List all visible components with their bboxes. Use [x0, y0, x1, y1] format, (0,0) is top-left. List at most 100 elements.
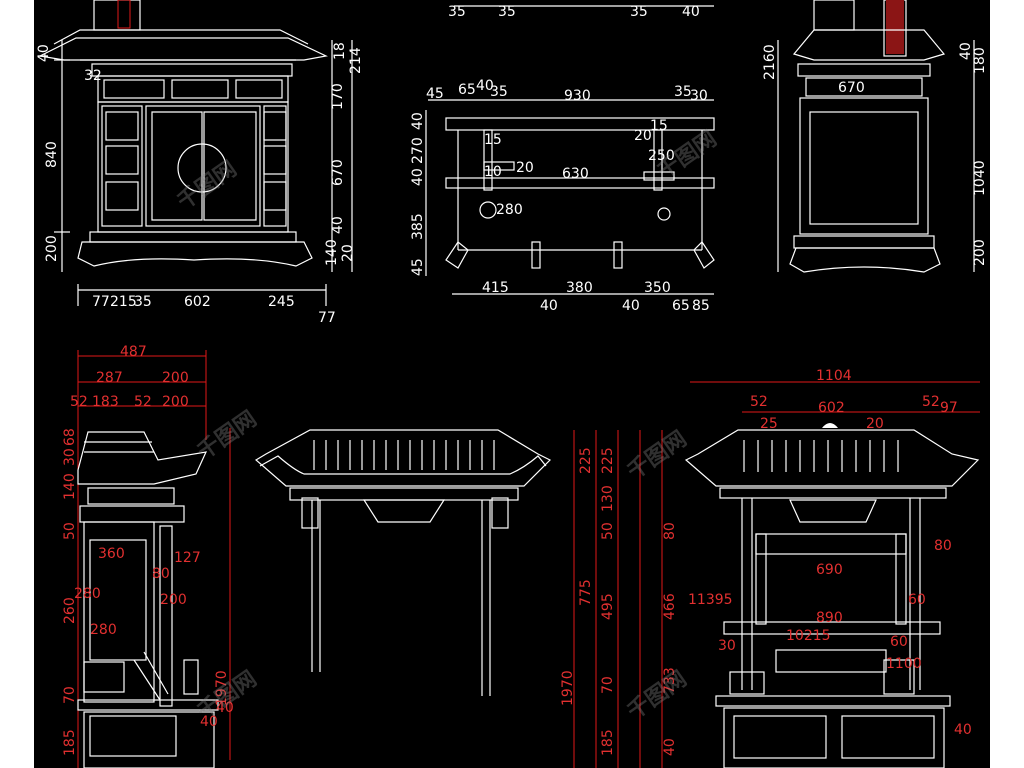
shrine-side-elevation: 487 287 200 52 183 52 200 30 68 140 50 2… [62, 344, 234, 768]
br-dim-left-8: 466 [662, 593, 678, 620]
br-dim-left-5: 80 [662, 522, 678, 540]
plan-dim-row-5: 930 [564, 88, 591, 104]
side-dim-right-4: 200 [972, 239, 988, 266]
bl-dim-top-2: 287 [96, 370, 123, 386]
plan-dim-inner-7: 250 [648, 148, 675, 164]
cabinet-front-view: 40 32 840 200 170 670 40 140 20 18 214 7… [36, 0, 364, 326]
bl-dim-right-1: 40 [216, 700, 234, 716]
br-dim-inner-8: 11395 [688, 592, 733, 608]
plan-dim-top-1: 35 [448, 4, 466, 20]
bl-dim-top-6: 52 [134, 394, 152, 410]
watermark-6: 千图网 [623, 667, 691, 725]
plan-dim-inner-5: 20 [634, 128, 652, 144]
br-dim-top-6: 25 [760, 416, 778, 432]
dim-right-4: 140 [324, 239, 340, 266]
br-dim-left-6: 775 [578, 579, 594, 606]
plan-dim-row-4: 35 [490, 84, 508, 100]
plan-dim-inner-2: 10 [484, 164, 502, 180]
plan-dim-inner-4: 630 [562, 166, 589, 182]
bl-dim-left-3: 140 [62, 473, 78, 500]
br-dim-inner-5: 60 [890, 634, 908, 650]
br-dim-inner-4: 1100 [886, 656, 922, 672]
dim-top-1: 18 [332, 42, 348, 60]
plan-dim-left-2: 270 [410, 137, 426, 164]
plan-dim-bottom-4: 40 [540, 298, 558, 314]
plan-dim-bottom-6: 65 [672, 298, 690, 314]
bl-dim-left-1: 30 [62, 448, 78, 466]
cad-drawing: 40 32 840 200 170 670 40 140 20 18 214 7… [36, 0, 988, 768]
plan-dim-left-1: 40 [410, 112, 426, 130]
bl-dim-left-6: 280 [74, 586, 101, 602]
plan-dim-bottom-2: 380 [566, 280, 593, 296]
dim-top-2: 214 [348, 47, 364, 74]
br-dim-top-5: 97 [940, 400, 958, 416]
br-dim-lower-1: 30 [718, 638, 736, 654]
bl-dim-inner-1: 360 [98, 546, 125, 562]
bl-dim-left-5: 260 [62, 597, 78, 624]
br-dim-left-4: 50 [600, 522, 616, 540]
roof-slats [313, 440, 495, 470]
br-dim-left-1: 225 [578, 447, 594, 474]
shrine-front-elevation: 1104 52 602 52 97 25 20 [560, 368, 980, 768]
plan-dim-bottom-7: 85 [692, 298, 710, 314]
bl-dim-right-2: 1970 [214, 670, 230, 706]
br-dim-inner-9: 60 [908, 592, 926, 608]
br-dim-inner-1: 690 [816, 562, 843, 578]
plan-dim-inner-3: 20 [516, 160, 534, 176]
side-dim-right-3: 1040 [972, 160, 988, 196]
plan-dim-bottom-5: 40 [622, 298, 640, 314]
plan-dim-inner-1: 15 [484, 132, 502, 148]
shrine-gate-frame [254, 429, 552, 696]
dim-right-2: 670 [330, 159, 346, 186]
bl-dim-inner-6: 40 [200, 714, 218, 730]
dim-bottom-3: 35 [134, 294, 152, 310]
br-dim-top-3: 602 [818, 400, 845, 416]
br-dim-top-7: 20 [866, 416, 884, 432]
bl-dim-top-5: 183 [92, 394, 119, 410]
dim-right-5: 20 [340, 244, 356, 262]
br-dim-left-3: 130 [600, 485, 616, 512]
bl-dim-top-3: 200 [162, 370, 189, 386]
dim-right-1: 170 [330, 83, 346, 110]
bl-dim-left-2: 68 [62, 428, 78, 446]
watermark-1: 千图网 [173, 157, 241, 215]
dim-bottom-6: 77 [318, 310, 336, 326]
bl-dim-inner-3: 80 [152, 566, 170, 582]
br-dim-top-1: 1104 [816, 368, 852, 384]
cabinet-plan-view: 35 35 35 40 45 65 40 35 930 35 30 15 10 … [410, 4, 715, 314]
dim-right-3: 40 [330, 216, 346, 234]
plan-dim-bottom-1: 415 [482, 280, 509, 296]
side-dim-right-2: 180 [972, 47, 988, 74]
plan-dim-top-4: 40 [682, 4, 700, 20]
bl-dim-top-1: 487 [120, 344, 147, 360]
plan-dim-bottom-3: 350 [644, 280, 671, 296]
plan-dim-row-3: 40 [476, 78, 494, 94]
dim-bottom-1: 77 [92, 294, 110, 310]
bl-dim-top-7: 200 [162, 394, 189, 410]
bl-dim-left-7: 70 [62, 686, 78, 704]
br-dim-lower-3: 185 [600, 729, 616, 756]
plan-dim-row-1: 45 [426, 86, 444, 102]
dim-left-3: 840 [44, 141, 60, 168]
br-dim-lower-5: 733 [662, 667, 678, 694]
dim-left-1: 40 [36, 44, 52, 62]
dim-bottom-5: 245 [268, 294, 295, 310]
plan-dim-row-7: 30 [690, 88, 708, 104]
bl-dim-top-4: 52 [70, 394, 88, 410]
side-dim-right-1: 40 [958, 42, 974, 60]
side-dim-left-1: 2160 [762, 44, 778, 80]
br-dim-left-7: 495 [600, 593, 616, 620]
plan-dim-left-4: 385 [410, 213, 426, 240]
plan-dim-left-3: 40 [410, 168, 426, 186]
plan-dim-inner-6: 15 [650, 118, 668, 134]
dim-left-4: 200 [44, 235, 60, 262]
br-dim-lower-2: 70 [600, 676, 616, 694]
plan-dim-row-2: 65 [458, 82, 476, 98]
plan-dim-left-5: 45 [410, 258, 426, 276]
plan-dim-top-2: 35 [498, 4, 516, 20]
front-roof-slats [743, 440, 899, 472]
br-dim-left-2: 225 [600, 447, 616, 474]
watermarks: 千图网 千图网 千图网 千图网 千图网 千图网 [173, 127, 721, 725]
br-dim-lower-4: 40 [662, 738, 678, 756]
br-dim-top-2: 52 [750, 394, 768, 410]
